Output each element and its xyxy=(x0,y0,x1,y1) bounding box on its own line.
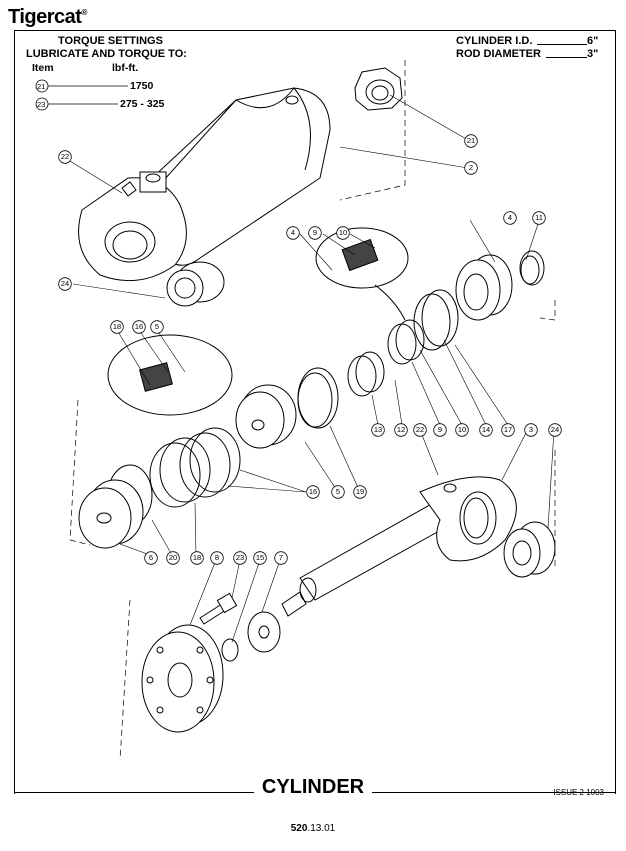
rod-diameter-label: ROD DIAMETER xyxy=(456,48,541,60)
callout-label: 13 xyxy=(373,425,383,434)
bottom-rule-right xyxy=(372,792,615,793)
brand-logo: Tigercat® xyxy=(8,6,87,29)
cylinder-barrel xyxy=(78,87,331,282)
bushing-24-right xyxy=(503,521,556,578)
torque-heading: TORQUE SETTINGS xyxy=(58,35,163,47)
callout-label: 20 xyxy=(168,553,178,562)
callout-label: 14 xyxy=(481,425,491,434)
callout-label: 18 xyxy=(192,553,202,562)
cylinder-id-value: 6" xyxy=(587,35,599,47)
torque-row-item: 23 xyxy=(37,100,46,109)
callout-label: 7 xyxy=(278,553,284,562)
rod-diameter-leader xyxy=(546,57,587,58)
callout-label: 22 xyxy=(60,152,70,161)
callout-label: 16 xyxy=(134,322,144,331)
page-number: 520.13.01 xyxy=(0,823,626,834)
cylinder-id-label: CYLINDER I.D. xyxy=(456,35,533,47)
callout-label: 8 xyxy=(214,553,220,562)
brand-mark: ® xyxy=(81,8,87,17)
callout-label: 10 xyxy=(338,228,348,237)
leader-lines xyxy=(64,94,555,643)
callout-label: 4 xyxy=(290,228,296,237)
callout-label: 19 xyxy=(355,487,365,496)
callout-label: 18 xyxy=(112,322,122,331)
page-title-text: CYLINDER xyxy=(255,776,371,798)
ring-19 xyxy=(297,367,339,429)
callout-label: 24 xyxy=(60,279,70,288)
callout-label: 16 xyxy=(308,487,318,496)
torque-row-item: 21 xyxy=(37,82,46,91)
torque-row-graphic xyxy=(35,79,128,93)
nut-21 xyxy=(354,67,403,111)
rod-diameter-value: 3" xyxy=(587,48,599,60)
callout-label: 23 xyxy=(235,553,245,562)
torque-col-item: Item xyxy=(32,62,54,74)
callout-label: 12 xyxy=(396,425,406,434)
piston-6 xyxy=(78,464,153,549)
torque-col-value: lbf-ft. xyxy=(112,62,139,74)
bushing-24-left xyxy=(166,261,225,307)
seals-14-17 xyxy=(347,289,459,397)
gland-4 xyxy=(455,254,513,321)
callout-label: 6 xyxy=(148,553,154,562)
torque-row-graphic xyxy=(35,97,118,111)
ring-15 xyxy=(221,638,239,662)
washer-7 xyxy=(247,611,281,653)
callout-label: 9 xyxy=(437,425,443,434)
center-lines xyxy=(69,60,556,761)
page-number-main: 520 xyxy=(290,823,308,834)
callout-label: 5 xyxy=(154,322,160,331)
callout-label: 5 xyxy=(335,487,341,496)
callout-label: 21 xyxy=(466,136,476,145)
callout-label: 4 xyxy=(507,213,513,222)
callout-label: 22 xyxy=(415,425,425,434)
drawing-frame xyxy=(14,30,616,794)
bolt-23 xyxy=(199,592,238,625)
callout-label: 11 xyxy=(535,213,543,222)
callout-label: 17 xyxy=(503,425,513,434)
callout-label: 9 xyxy=(312,228,318,237)
torque-row-value: 275 - 325 xyxy=(120,98,165,110)
brand-name: Tigercat xyxy=(8,6,82,28)
callout-label: 3 xyxy=(528,425,534,434)
piston-rod-3 xyxy=(281,476,517,617)
detail-view-left xyxy=(107,334,233,416)
bottom-rule-left xyxy=(14,792,254,793)
issue-label: ISSUE 2 1003 xyxy=(553,788,604,797)
callout-label: 10 xyxy=(457,425,467,434)
flange-8 xyxy=(141,624,224,733)
cylinder-id-leader xyxy=(537,44,587,45)
seals-16 xyxy=(149,427,241,508)
page-title: CYLINDER xyxy=(0,776,626,799)
callout-label: 15 xyxy=(255,553,265,562)
callout-label: 24 xyxy=(550,425,560,434)
callout-label: 2 xyxy=(468,163,474,172)
piston-5 xyxy=(235,384,297,449)
torque-row-value: 1750 xyxy=(130,80,154,92)
page-number-sub: .13.01 xyxy=(307,823,336,834)
ring-11 xyxy=(519,250,545,286)
detail-view-upper xyxy=(315,227,409,321)
torque-subheading: LUBRICATE AND TORQUE TO: xyxy=(26,48,187,60)
